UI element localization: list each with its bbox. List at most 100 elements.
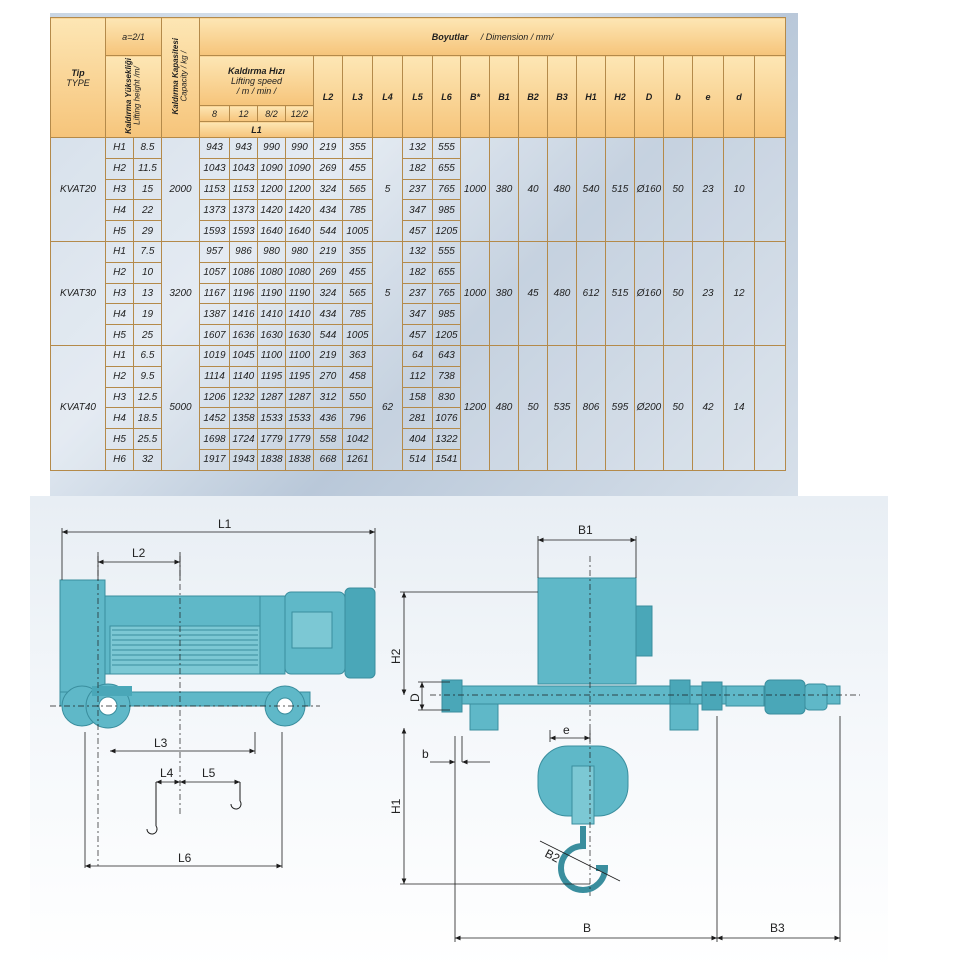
lift-height-cell: 9.5 xyxy=(133,365,162,388)
b-cell: 50 xyxy=(663,344,693,471)
front-view: B1 H2 D H1 b e B2 B B3 xyxy=(389,523,860,942)
l1-cell: 1387 xyxy=(199,303,230,326)
l5-cell: 182 xyxy=(402,157,433,180)
l6-cell: 985 xyxy=(432,199,461,222)
type-cell: KVAT20 xyxy=(50,137,106,242)
l3-cell: 355 xyxy=(342,240,373,263)
l3-cell: 363 xyxy=(342,344,373,367)
l1-cell: 1100 xyxy=(257,344,286,367)
dim-b2: B2 xyxy=(543,846,563,865)
l6-cell: 555 xyxy=(432,240,461,263)
col-header: e xyxy=(692,55,724,138)
l1-cell: 1232 xyxy=(229,386,258,409)
height-code-cell: H4 xyxy=(105,407,134,430)
l1-cell: 1090 xyxy=(257,157,286,180)
dim-b3: B3 xyxy=(770,921,785,935)
l6-cell: 765 xyxy=(432,282,461,305)
coupling-1 xyxy=(701,681,723,711)
lift-height-cell: 7.5 xyxy=(133,240,162,263)
d-cell: Ø160 xyxy=(634,240,664,346)
l3-cell: 455 xyxy=(342,261,373,284)
col-header: B1 xyxy=(489,55,519,138)
type-header: Tip TYPE xyxy=(50,17,106,138)
l1-cell: 943 xyxy=(229,137,258,159)
dim-b1: B1 xyxy=(578,523,593,537)
l1-cell: 1287 xyxy=(257,386,286,409)
l1-cell: 1607 xyxy=(199,324,230,346)
dim-b: B xyxy=(583,921,591,935)
spacer-cell xyxy=(753,240,787,346)
lift-height-cell: 25.5 xyxy=(133,428,162,450)
l1-cell: 1373 xyxy=(229,199,258,222)
d-small-cell: 10 xyxy=(723,137,755,242)
l6-cell: 1076 xyxy=(432,407,461,430)
l2-cell: 558 xyxy=(313,428,343,450)
l1-cell: 1195 xyxy=(257,365,286,388)
col-header: H1 xyxy=(576,55,606,138)
lift-height-cell: 25 xyxy=(133,324,162,346)
l1-cell: 1416 xyxy=(229,303,258,326)
l1-cell: 1287 xyxy=(285,386,314,409)
l6-cell: 738 xyxy=(432,365,461,388)
d-cell: Ø200 xyxy=(634,344,664,471)
speed-col: 8/2 xyxy=(257,105,286,122)
l1-cell: 1200 xyxy=(285,178,314,201)
spacer-cell xyxy=(753,344,787,471)
l1-cell: 1057 xyxy=(199,261,230,284)
col-header: L4 xyxy=(372,55,403,138)
dim-l1: L1 xyxy=(218,517,232,531)
b-star-cell: 1000 xyxy=(460,137,490,242)
lift-height-cell: 18.5 xyxy=(133,407,162,430)
l2-cell: 434 xyxy=(313,199,343,222)
l1-cell: 1045 xyxy=(229,344,258,367)
l1-cell: 1195 xyxy=(285,365,314,388)
dim-d: D xyxy=(408,693,422,702)
col-header: d xyxy=(723,55,755,138)
col-header: H2 xyxy=(605,55,635,138)
l6-cell: 655 xyxy=(432,157,461,180)
height-code-cell: H5 xyxy=(105,324,134,346)
h1-cell: 540 xyxy=(576,137,606,242)
dim-b-small: b xyxy=(422,747,429,761)
l2-cell: 219 xyxy=(313,137,343,159)
lift-height-cell: 10 xyxy=(133,261,162,284)
h2-cell: 515 xyxy=(605,240,635,346)
l2-cell: 544 xyxy=(313,324,343,346)
speed-col: 8 xyxy=(199,105,230,122)
l3-cell: 458 xyxy=(342,365,373,388)
b3-cell: 480 xyxy=(547,137,577,242)
gearbox-box xyxy=(537,577,637,685)
d-small-cell: 14 xyxy=(723,344,755,471)
wheel-flange-left xyxy=(441,679,463,713)
col-header: L3 xyxy=(342,55,373,138)
e-cell: 23 xyxy=(692,240,724,346)
l3-cell: 565 xyxy=(342,178,373,201)
height-code-cell: H3 xyxy=(105,178,134,201)
l1-cell: 1090 xyxy=(285,157,314,180)
speed-col: 12/2 xyxy=(285,105,314,122)
coupling-2 xyxy=(725,685,765,707)
l1-cell: 1533 xyxy=(257,407,286,430)
l3-cell: 455 xyxy=(342,157,373,180)
l5-cell: 457 xyxy=(402,324,433,346)
end-plate-left xyxy=(59,579,106,701)
l1-cell: 1153 xyxy=(229,178,258,201)
l6-cell: 655 xyxy=(432,261,461,284)
l1-cell: 1043 xyxy=(229,157,258,180)
l2-cell: 434 xyxy=(313,303,343,326)
height-code-cell: H3 xyxy=(105,386,134,409)
l6-cell: 1541 xyxy=(432,448,461,471)
l2-cell: 668 xyxy=(313,448,343,471)
l3-cell: 785 xyxy=(342,199,373,222)
l1-cell: 1640 xyxy=(257,220,286,242)
technical-drawing: L1 L2 L3 L4 L5 L6 xyxy=(30,496,888,970)
gear-plate xyxy=(259,595,286,675)
l3-cell: 785 xyxy=(342,303,373,326)
ratio-header: a=2/1 xyxy=(105,17,162,56)
